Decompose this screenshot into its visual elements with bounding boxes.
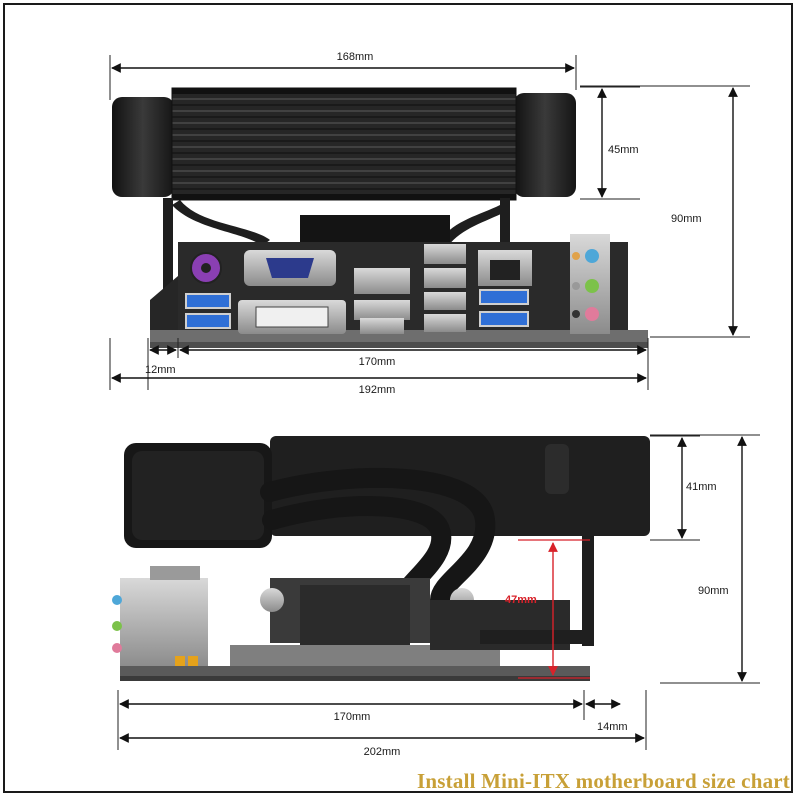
image-frame	[3, 3, 793, 793]
label-total-height-side: 90mm	[698, 585, 729, 597]
mount-brackets	[150, 198, 510, 330]
cpu-pump	[260, 536, 594, 646]
side-dimensions: 47mm 41mm 90mm 170mm 14mm 202mm	[117, 434, 760, 758]
label-total-width-side: 202mm	[364, 746, 401, 758]
label-radiator-height-side: 41mm	[686, 481, 717, 493]
label-board-width-side: 170mm	[334, 711, 371, 723]
label-left-offset: 12mm	[145, 364, 176, 376]
label-clearance: 47mm	[505, 594, 537, 606]
label-radiator-width: 168mm	[337, 51, 374, 63]
motherboard-io	[150, 234, 648, 348]
label-board-width-top: 170mm	[359, 356, 396, 368]
label-radiator-height: 45mm	[608, 144, 639, 156]
label-total-height-top: 90mm	[671, 213, 702, 225]
label-total-width-top: 192mm	[359, 384, 396, 396]
radiator-top	[112, 87, 576, 201]
motherboard-side	[112, 566, 590, 681]
label-right-offset: 14mm	[597, 721, 628, 733]
side-view	[112, 436, 650, 681]
radiator-side	[124, 436, 650, 548]
top-view	[112, 87, 648, 348]
top-dimensions: 168mm 45mm 90mm 12mm 170mm 192mm	[109, 51, 750, 396]
chart-caption: Install Mini-ITX motherboard size chart	[417, 769, 790, 793]
